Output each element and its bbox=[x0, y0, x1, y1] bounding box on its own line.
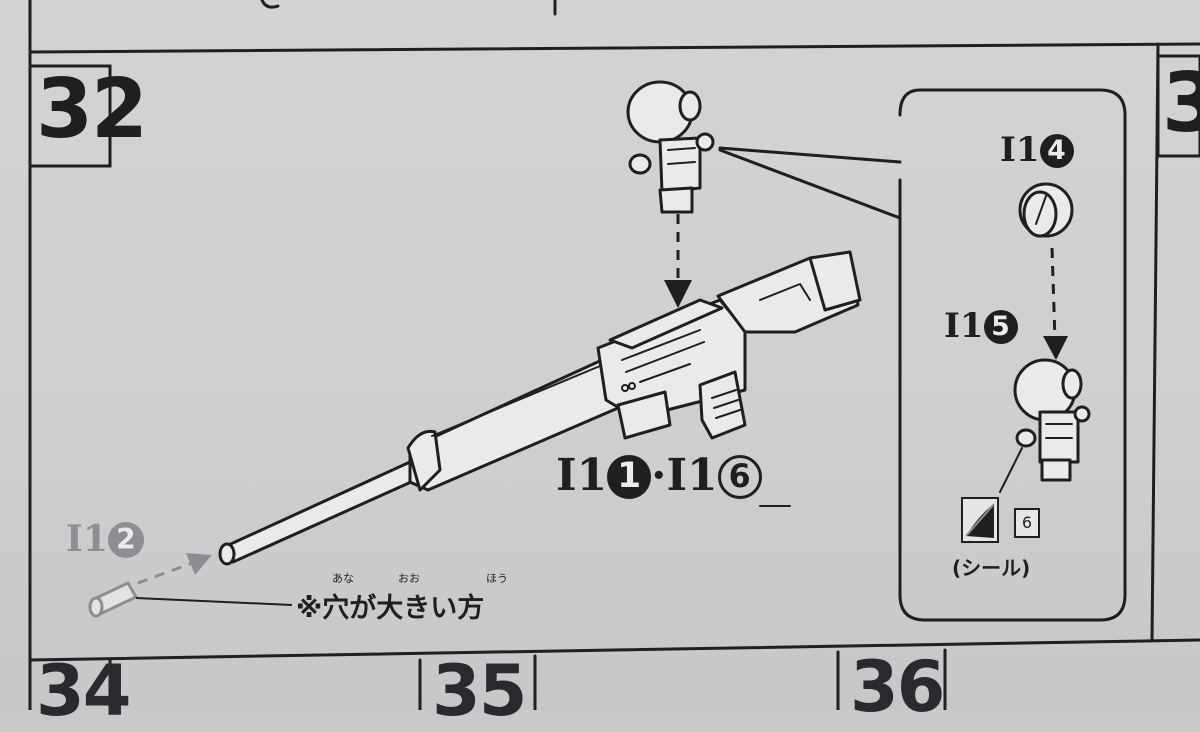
scope-assembly-top bbox=[626, 80, 715, 214]
rifle-label-b: I1 bbox=[666, 450, 718, 501]
step-number-35: 35 bbox=[432, 650, 527, 732]
muzzle-label-text: I1 bbox=[66, 518, 108, 560]
sticker-icon bbox=[961, 497, 999, 543]
rifle-label-b-num: 6 bbox=[717, 455, 762, 500]
muzzle-label-num: 2 bbox=[107, 521, 144, 558]
step-32-box bbox=[28, 64, 112, 168]
scope-body-i15 bbox=[1013, 358, 1091, 482]
sticker-leader bbox=[999, 447, 1023, 493]
muzzle-part-i12 bbox=[88, 553, 293, 618]
rifle-label-sep: · bbox=[651, 450, 667, 501]
step-number-current: 32 bbox=[36, 62, 148, 157]
hole-note: ※穴が大きい方 bbox=[296, 593, 485, 624]
step-number-next-partial: 3 bbox=[1162, 56, 1200, 151]
sticker-caption: (シール) bbox=[952, 556, 1031, 580]
ruby-oo: おお bbox=[398, 572, 420, 585]
scope-body-label-num: 5 bbox=[983, 309, 1018, 344]
lens-part-i14 bbox=[1018, 182, 1074, 238]
diagram-artwork bbox=[28, 0, 1200, 710]
scope-body-label-text: I1 bbox=[944, 306, 984, 346]
scope-attach-arrow bbox=[664, 214, 692, 308]
sticker-number-box: 6 bbox=[1014, 508, 1040, 538]
lens-label-text: I1 bbox=[1000, 130, 1040, 170]
rifle-label-a-num: 1 bbox=[607, 455, 652, 500]
ruby-ana: あな bbox=[332, 572, 354, 585]
step-number-34: 34 bbox=[36, 650, 131, 732]
step-number-36: 36 bbox=[850, 646, 945, 728]
lens-attach-arrow bbox=[1043, 247, 1068, 360]
scope-callout-frame bbox=[718, 88, 1127, 622]
step-33-box bbox=[1156, 54, 1200, 158]
ruby-hou: ほう bbox=[486, 572, 508, 585]
lens-label-num: 4 bbox=[1039, 133, 1074, 168]
rifle-part bbox=[218, 250, 862, 566]
rifle-label-a: I1 bbox=[556, 450, 608, 501]
